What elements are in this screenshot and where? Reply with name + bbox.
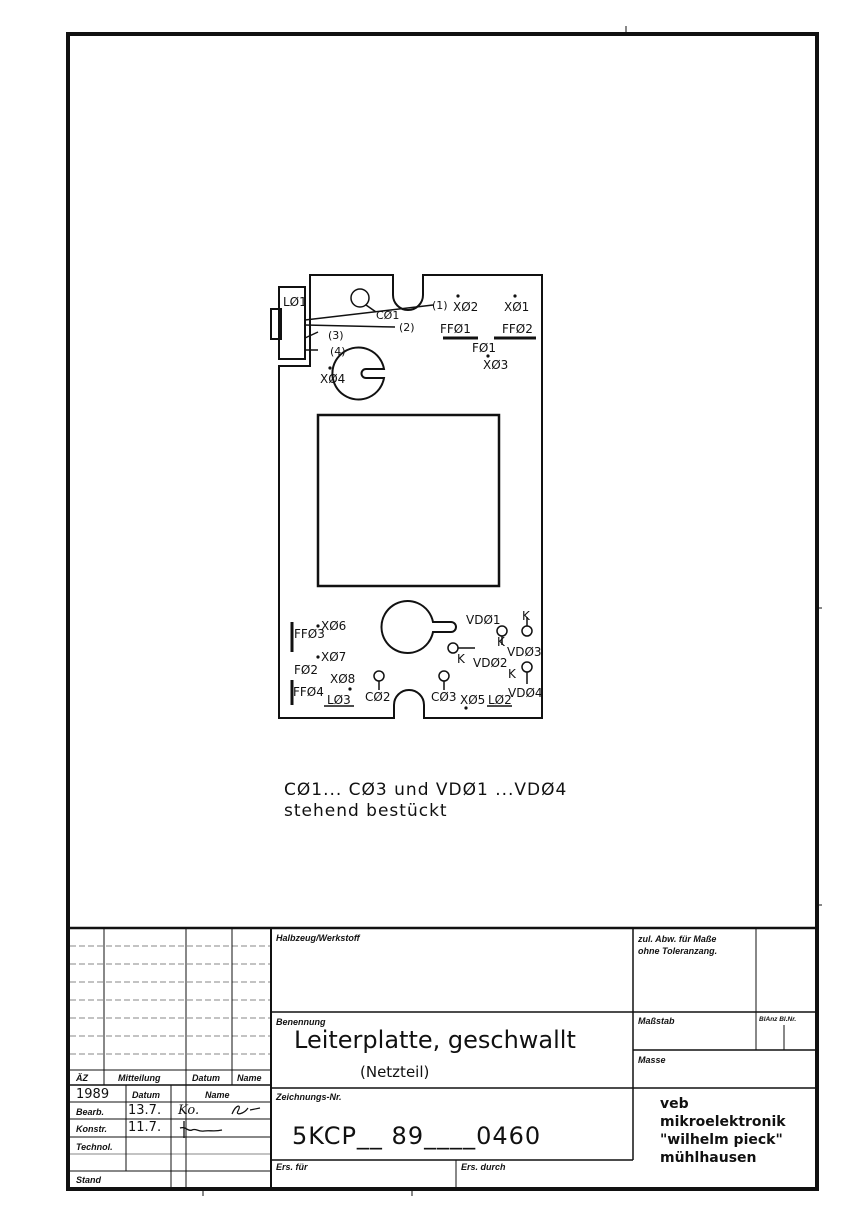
label-p3: (3) (328, 329, 344, 342)
label-K2: K (497, 635, 506, 649)
datum-label-2: Datum (132, 1090, 161, 1100)
label-L01: LØ1 (283, 295, 307, 309)
label-FF02: FFØ2 (502, 322, 533, 336)
company-line-1: veb (660, 1096, 689, 1112)
abw-label-2: ohne Toleranzang. (638, 946, 718, 956)
label-X07: XØ7 (321, 650, 346, 664)
label-VD02: VDØ2 (473, 656, 508, 670)
assembly-note-line2: stehend bestückt (284, 801, 448, 821)
pcb-components (290, 288, 536, 707)
label-FF03: FFØ3 (294, 627, 325, 641)
ers-fuer-label: Ers. für (276, 1162, 308, 1172)
name-label: Name (237, 1073, 262, 1083)
company-line-2: mikroelektronik (660, 1114, 786, 1130)
stand-label: Stand (76, 1175, 102, 1185)
massstab-label: Maßstab (638, 1016, 675, 1026)
bearb-name: Ko. (178, 1103, 200, 1118)
label-X08: XØ8 (330, 672, 355, 686)
drawing-title: Leiterplatte, geschwallt (294, 1026, 576, 1054)
assembly-note-line1: CØ1... CØ3 und VDØ1 ...VDØ4 (284, 780, 568, 800)
company-line-3: "wilhelm pieck" (660, 1132, 783, 1148)
label-X01: XØ1 (504, 300, 529, 314)
label-X03: XØ3 (483, 358, 508, 372)
ers-durch-label: Ers. durch (461, 1162, 506, 1172)
halbzeug-label: Halbzeug/Werkstoff (276, 933, 360, 943)
datum-label: Datum (192, 1073, 221, 1083)
label-C01: CØ1 (376, 309, 399, 322)
label-p2: (2) (399, 321, 415, 334)
drawing-subtitle: (Netzteil) (360, 1063, 430, 1081)
bearb-signature-icon (231, 1105, 261, 1115)
label-K3: K (457, 652, 466, 666)
label-X02: XØ2 (453, 300, 478, 314)
drawing-number: 5KCP__ 89____0460 (292, 1122, 542, 1150)
label-C03: CØ3 (431, 690, 456, 704)
konstr-signature-icon (179, 1121, 223, 1138)
blanz-label: BlAnz Bl.Nr. (759, 1016, 797, 1023)
label-C02: CØ2 (365, 690, 390, 704)
konstr-date: 11.7. (128, 1120, 162, 1135)
label-FF04: FFØ4 (293, 685, 324, 699)
abw-label-1: zul. Abw. für Maße (638, 934, 717, 944)
label-K1: K (522, 609, 531, 623)
label-L02: LØ2 (488, 693, 512, 707)
az-label: ÄZ (76, 1073, 88, 1083)
mitteilung-label: Mitteilung (118, 1073, 161, 1083)
pcb-board (270, 274, 543, 719)
title-block-grid (70, 926, 815, 1189)
label-p1: (1) (432, 299, 448, 312)
zeichnungs-label: Zeichnungs-Nr. (276, 1092, 342, 1102)
bearb-label: Bearb. (76, 1107, 105, 1117)
pcb-cutout-window (316, 413, 501, 588)
label-L03: LØ3 (327, 693, 351, 707)
label-K4: K (508, 667, 517, 681)
company-line-4: mühlhausen (660, 1150, 757, 1166)
name-label-2: Name (205, 1090, 230, 1100)
label-VD03: VDØ3 (507, 645, 542, 659)
label-X05: XØ5 (460, 693, 485, 707)
label-X06: XØ6 (321, 619, 346, 633)
bearb-date: 13.7. (128, 1103, 162, 1118)
benennung-label: Benennung (276, 1017, 326, 1027)
sheet-frame (66, 32, 819, 1191)
label-X04: XØ4 (320, 372, 345, 386)
label-VD04: VDØ4 (508, 686, 543, 700)
label-F02: FØ2 (294, 663, 318, 677)
year-value: 1989 (76, 1087, 110, 1102)
label-F01: FØ1 (472, 341, 496, 355)
label-p4: (4) (330, 345, 346, 358)
label-VD01: VDØ1 (466, 613, 501, 627)
konstr-label: Konstr. (76, 1124, 108, 1134)
technol-label: Technol. (76, 1142, 113, 1152)
label-FF01: FFØ1 (440, 322, 471, 336)
masse-label: Masse (638, 1055, 666, 1065)
